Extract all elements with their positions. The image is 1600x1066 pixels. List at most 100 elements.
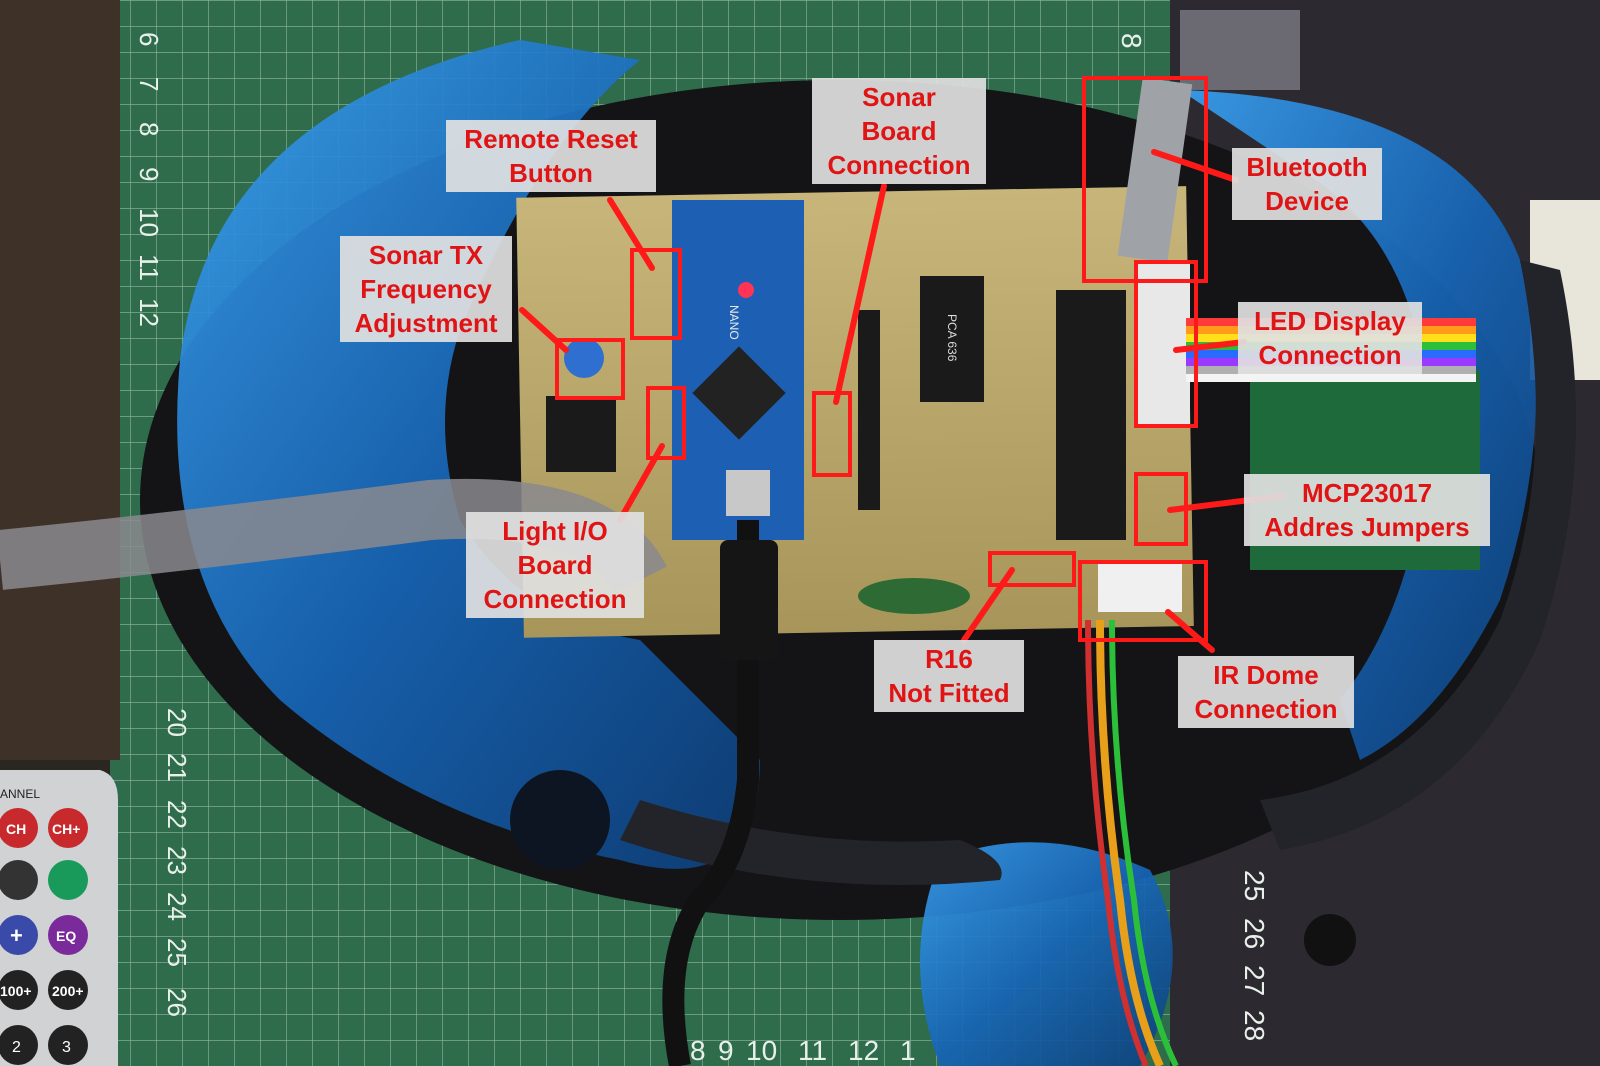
label-light-io-board-connection: Light I/O Board Connection <box>466 512 644 618</box>
svg-text:8: 8 <box>1116 33 1147 49</box>
callout-line-r16 <box>961 567 1015 643</box>
svg-text:3: 3 <box>62 1039 71 1056</box>
mat-ruler-bottom: 8 9 10 11 12 1 8 25 26 27 28 <box>690 33 1270 1066</box>
label-led-display-connection: LED Display Connection <box>1238 302 1422 374</box>
label-ir-dome-connection: IR Dome Connection <box>1178 656 1354 728</box>
label-line: Sonar <box>862 82 936 112</box>
label-line: Board <box>517 550 593 580</box>
svg-text:21: 21 <box>162 753 192 782</box>
svg-text:27: 27 <box>1239 965 1270 996</box>
label-line: LED Display <box>1254 306 1406 336</box>
svg-text:23: 23 <box>162 846 192 875</box>
callout-line-sonar <box>833 183 887 405</box>
usb-plug <box>720 540 778 660</box>
svg-text:11: 11 <box>798 1035 827 1066</box>
svg-text:200+: 200+ <box>52 983 84 999</box>
callout-box-led <box>1134 260 1198 428</box>
callout-lines <box>519 149 1285 653</box>
svg-text:12: 12 <box>134 298 164 327</box>
callout-box-sonar <box>812 391 852 477</box>
callout-line-bluetooth <box>1151 149 1239 183</box>
chip-small-text: PCA 636 <box>945 314 959 362</box>
callout-boxes <box>555 76 1208 642</box>
label-line: MCP23017 <box>1301 478 1433 508</box>
svg-text:EQ: EQ <box>56 928 76 944</box>
svg-text:22: 22 <box>162 800 192 829</box>
label-line: Button <box>509 158 593 188</box>
mat-ruler-left: 6 7 8 9 10 11 12 20 21 22 23 24 25 26 <box>134 32 192 1017</box>
small-ic <box>920 276 984 402</box>
usb-port <box>726 470 770 516</box>
label-line: R16 <box>925 644 973 674</box>
label-line: Bluetooth <box>1246 152 1368 182</box>
callout-box-r16 <box>988 551 1076 587</box>
svg-text:8: 8 <box>134 122 164 136</box>
ir-wire-green <box>1109 619 1179 1066</box>
mcp23017-chip <box>1056 290 1126 540</box>
label-r16-not-fitted: R16 Not Fitted <box>874 640 1024 712</box>
label-line: Frequency <box>360 274 492 304</box>
svg-text:2: 2 <box>12 1039 21 1056</box>
label-line: Connection <box>1258 340 1402 370</box>
svg-text:11: 11 <box>134 254 164 281</box>
label-line: Board <box>861 116 937 146</box>
callout-line-light-io <box>617 443 665 523</box>
svg-text:7: 7 <box>134 77 164 91</box>
svg-text:26: 26 <box>1239 918 1270 949</box>
svg-text:28: 28 <box>1239 1010 1270 1041</box>
label-line: Connection <box>827 150 971 180</box>
label-remote-reset-button: Remote Reset Button <box>446 120 656 192</box>
blue-shell-left <box>177 40 761 869</box>
sonar-ic <box>546 396 616 472</box>
callout-line-reset <box>607 197 655 271</box>
svg-text:25: 25 <box>162 938 192 967</box>
callout-box-ir <box>1078 560 1208 642</box>
svg-text:8: 8 <box>690 1035 706 1066</box>
svg-text:24: 24 <box>162 892 192 921</box>
label-line: Sonar TX <box>368 240 484 270</box>
svg-text:CH+: CH+ <box>52 821 80 837</box>
label-line: Not Fitted <box>888 678 1010 708</box>
svg-text:1: 1 <box>900 1035 916 1066</box>
wheel-hub <box>510 770 610 870</box>
svg-text:26: 26 <box>162 988 192 1017</box>
ir-connector <box>1098 560 1182 612</box>
label-mcp23017-address-jumpers: MCP23017 Addres Jumpers <box>1244 474 1490 546</box>
ir-remote-control: ANNEL CH CH+ + EQ 100+ 200+ 2 3 <box>0 770 118 1066</box>
callout-line-trimpot <box>519 307 569 353</box>
pin-header <box>858 310 880 510</box>
label-line: IR Dome <box>1213 660 1319 690</box>
callout-box-light-io <box>646 386 686 460</box>
capacitor <box>858 578 970 614</box>
callout-box-reset <box>630 248 682 340</box>
label-line: Addres Jumpers <box>1264 512 1470 542</box>
svg-text:10: 10 <box>134 208 164 237</box>
label-line: Remote Reset <box>464 124 638 154</box>
label-line: Device <box>1265 186 1349 216</box>
label-sonar-tx-frequency-adjustment: Sonar TX Frequency Adjustment <box>340 236 512 342</box>
usb-cable <box>662 520 759 1066</box>
callout-line-ir <box>1165 609 1215 653</box>
label-line: Adjustment <box>354 308 498 338</box>
board-brand-text: NANO <box>727 305 741 340</box>
ir-wire-red <box>1085 619 1149 1066</box>
power-led <box>738 282 754 298</box>
ir-wire <box>1096 619 1164 1066</box>
svg-text:9: 9 <box>718 1035 734 1066</box>
svg-text:12: 12 <box>848 1035 879 1066</box>
led-connector <box>1138 264 1190 424</box>
svg-text:20: 20 <box>162 708 192 737</box>
callout-box-bluetooth <box>1082 76 1208 283</box>
blue-shell-right <box>1180 90 1536 760</box>
svg-text:100+: 100+ <box>0 983 32 999</box>
svg-text:9: 9 <box>134 167 164 181</box>
microcontroller-chip <box>692 346 786 440</box>
left-clutter <box>0 0 120 760</box>
label-bluetooth-device: Bluetooth Device <box>1232 148 1382 220</box>
ruler-6: 6 <box>134 32 164 46</box>
bluetooth-module <box>1117 77 1193 263</box>
svg-text:10: 10 <box>746 1035 777 1066</box>
svg-text:ANNEL: ANNEL <box>0 787 40 801</box>
svg-text:CH: CH <box>6 821 26 837</box>
label-line: Connection <box>1194 694 1338 724</box>
